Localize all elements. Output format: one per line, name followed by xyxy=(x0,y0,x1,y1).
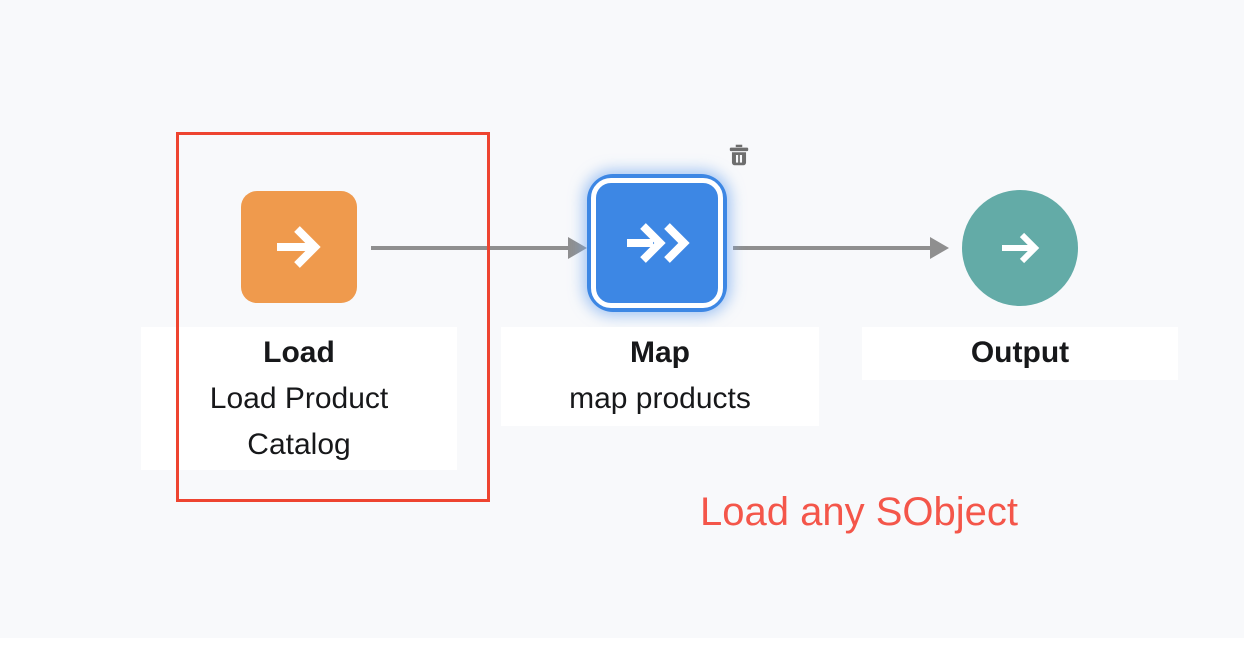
node-subtitle: Load Product Catalog xyxy=(209,382,389,461)
connector-arrowhead-icon xyxy=(930,237,949,259)
node-title: Map xyxy=(630,336,690,369)
annotation-text: Load any SObject xyxy=(700,490,1018,534)
node-label-card-load: Load Load Product Catalog xyxy=(141,327,457,470)
trash-icon xyxy=(726,142,752,171)
delete-node-button[interactable] xyxy=(725,142,753,170)
node-label-card-map: Map map products xyxy=(501,327,819,426)
node-load[interactable] xyxy=(241,191,357,303)
node-label-card-output: Output xyxy=(862,327,1178,380)
node-title: Output xyxy=(970,336,1070,369)
node-output[interactable] xyxy=(962,190,1078,306)
footer-strip xyxy=(0,638,1244,650)
double-chevron-arrow-icon xyxy=(620,214,694,272)
node-map-selected-ring xyxy=(591,178,723,308)
connector-line xyxy=(371,246,569,250)
arrow-right-icon xyxy=(268,218,330,276)
node-subtitle: map products xyxy=(569,382,751,415)
node-title: Load xyxy=(263,336,335,369)
connector-line xyxy=(733,246,931,250)
connector-arrowhead-icon xyxy=(568,237,587,259)
arrow-right-icon xyxy=(995,225,1045,271)
node-map[interactable] xyxy=(587,174,727,312)
